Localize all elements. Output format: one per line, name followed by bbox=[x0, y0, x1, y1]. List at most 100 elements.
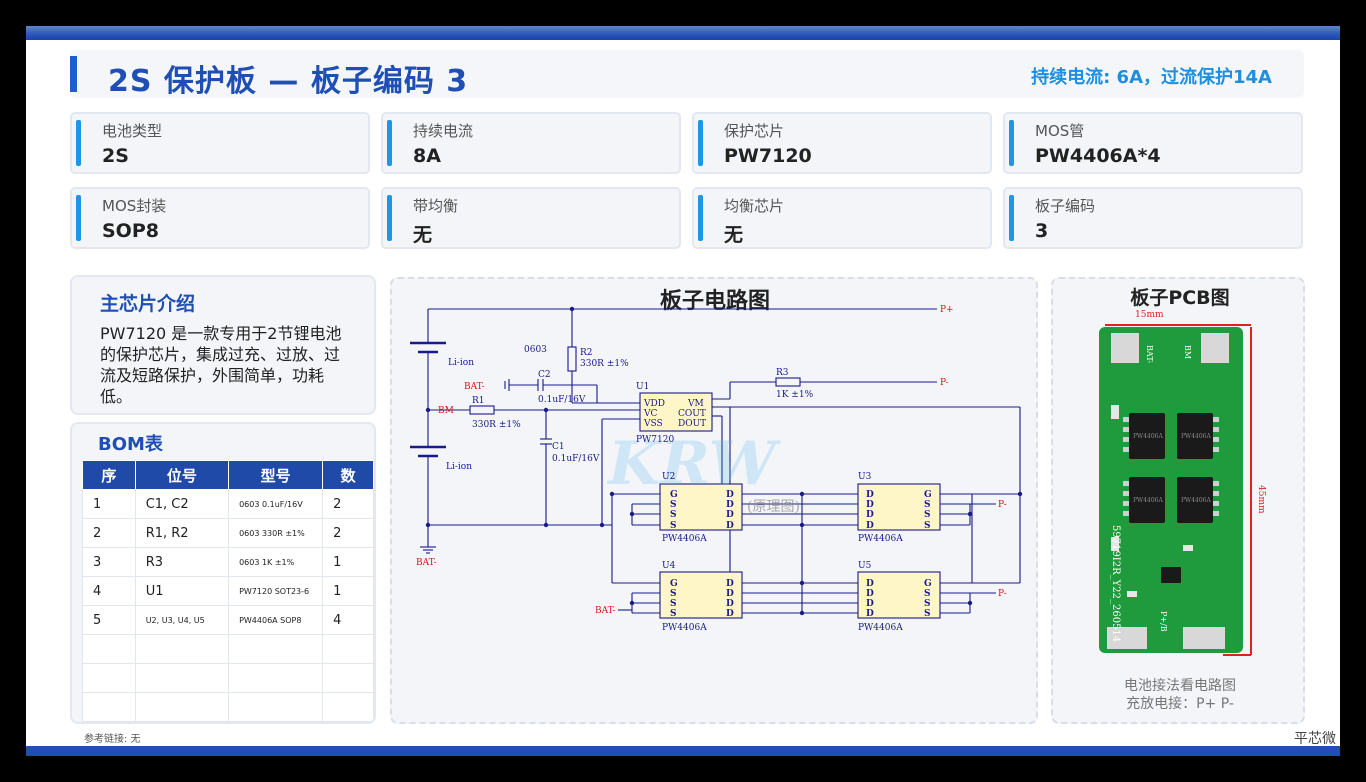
label-bat-minus-1: BAT- bbox=[464, 382, 485, 392]
label-r2: R2 bbox=[580, 348, 593, 358]
spec-label: 电池类型 bbox=[102, 122, 163, 140]
spec-value: SOP8 bbox=[102, 220, 159, 242]
table-row-empty bbox=[82, 663, 374, 693]
bom-cell: 1 bbox=[82, 489, 136, 519]
pin-vdd: VDD bbox=[643, 399, 665, 409]
pin-d: D bbox=[866, 490, 874, 500]
watermark-subtext: (原理图) bbox=[747, 499, 800, 515]
bom-cell: PW7120 SOT23-6 bbox=[228, 576, 324, 606]
spec-card-mos-package: MOS封装 SOP8 bbox=[70, 187, 370, 249]
spec-value: 无 bbox=[413, 224, 433, 246]
pin-g: G bbox=[924, 490, 932, 500]
label-u2: U2 bbox=[662, 472, 675, 482]
spec-card-balance-chip: 均衡芯片 无 bbox=[692, 187, 992, 249]
bom-cell: U2, U3, U4, U5 bbox=[134, 605, 230, 635]
chip-intro-panel: 主芯片介绍 PW7120 是一款专用于2节锂电池的保护芯片，集成过充、过放、过流… bbox=[70, 275, 376, 415]
spec-label: 板子编码 bbox=[1035, 197, 1096, 215]
title-accent-bar bbox=[70, 56, 77, 92]
pin-dout: DOUT bbox=[678, 419, 706, 429]
bom-title: BOM表 bbox=[98, 434, 163, 455]
pin-s: S bbox=[670, 521, 677, 531]
pin-g: G bbox=[924, 579, 932, 589]
pin-d: D bbox=[726, 579, 734, 589]
bottom-bar bbox=[26, 746, 1340, 756]
label-p-minus-3: P- bbox=[998, 589, 1007, 599]
card-accent bbox=[387, 195, 392, 241]
label-c2-value: 0.1uF/16V bbox=[538, 395, 586, 405]
title-box: 2S 保护板 — 板子编码 3 持续电流: 6A，过流保护14A bbox=[70, 50, 1304, 99]
label-li-ion-2: Li-ion bbox=[446, 462, 472, 472]
card-accent bbox=[387, 120, 392, 166]
bom-cell: 4 bbox=[322, 605, 374, 635]
label-bat-minus-2: BAT- bbox=[416, 558, 437, 568]
label-r2-value: 330R ±1% bbox=[580, 359, 629, 369]
spec-label: 保护芯片 bbox=[724, 122, 785, 140]
page-title: 2S 保护板 — 板子编码 3 bbox=[108, 64, 469, 99]
pin-d: D bbox=[866, 589, 874, 599]
bom-cell: PW4406A SOP8 bbox=[228, 605, 324, 635]
bom-cell: 2 bbox=[322, 518, 374, 548]
pcb-chip-text: PW4406A bbox=[1133, 433, 1163, 440]
pin-s: S bbox=[670, 510, 677, 520]
schematic-diagram: KRW (原理图) P+ P- P- P- BAT- BAT- BAT- BM … bbox=[410, 305, 1023, 633]
label-u5: U5 bbox=[858, 561, 872, 571]
pcb-width-label: 15mm bbox=[1135, 310, 1164, 320]
spec-value: 3 bbox=[1035, 220, 1049, 242]
card-accent bbox=[76, 120, 81, 166]
footer-reference-note: 参考链接: 无 bbox=[84, 734, 141, 745]
card-accent bbox=[1009, 195, 1014, 241]
pcb-silk-code: 59719I2R_Y22_260514 bbox=[1110, 525, 1121, 642]
bom-header-cell: 序 bbox=[82, 460, 136, 490]
pin-d: D bbox=[726, 609, 734, 619]
label-bat-minus-3: BAT- bbox=[595, 606, 616, 616]
spec-value: PW4406A*4 bbox=[1035, 145, 1161, 167]
spec-value: 2S bbox=[102, 145, 129, 167]
pin-s: S bbox=[924, 599, 931, 609]
slide: 2S 保护板 — 板子编码 3 持续电流: 6A，过流保护14A 电池类型 2S… bbox=[26, 26, 1340, 756]
pcb-silk-pb: P+/B bbox=[1159, 611, 1168, 632]
card-accent bbox=[76, 195, 81, 241]
spec-card-battery-type: 电池类型 2S bbox=[70, 112, 370, 174]
table-row: 5 U2, U3, U4, U5 PW4406A SOP8 4 bbox=[82, 605, 374, 635]
bom-cell: 5 bbox=[82, 605, 136, 635]
bom-header-cell: 型号 bbox=[228, 460, 324, 490]
card-accent bbox=[1009, 120, 1014, 166]
bom-cell: 4 bbox=[82, 576, 136, 606]
circuit-panel: 板子电路图 bbox=[390, 277, 1038, 724]
bom-cell: U1 bbox=[134, 576, 230, 606]
pcb-silk-bat: BAT- bbox=[1145, 345, 1154, 364]
spec-label: MOS管 bbox=[1035, 122, 1085, 140]
table-row: 4 U1 PW7120 SOT23-6 1 bbox=[82, 576, 374, 606]
spec-label: MOS封装 bbox=[102, 197, 167, 215]
pin-s: S bbox=[670, 500, 677, 510]
table-row-empty bbox=[82, 634, 374, 664]
table-row: 1 C1, C2 0603 0.1uF/16V 2 bbox=[82, 489, 374, 519]
label-r3: R3 bbox=[776, 368, 789, 378]
pin-vm: VM bbox=[687, 399, 704, 409]
spec-card-board-code: 板子编码 3 bbox=[1003, 187, 1303, 249]
spec-value: 8A bbox=[413, 145, 441, 167]
chip-intro-text: PW7120 是一款专用于2节锂电池的保护芯片，集成过充、过放、过流及短路保护，… bbox=[100, 324, 342, 406]
bom-table: 序 位号 型号 数 1 C1, C2 0603 0.1uF/16V 2 2 R1… bbox=[82, 460, 374, 722]
pin-d: D bbox=[866, 579, 874, 589]
spec-label: 均衡芯片 bbox=[724, 197, 785, 215]
pin-s: S bbox=[924, 589, 931, 599]
pcb-panel: 板子PCB图 15mm 45mm BAT- BM bbox=[1051, 277, 1305, 724]
bom-header-cell: 位号 bbox=[134, 460, 230, 490]
spec-card-protection-chip: 保护芯片 PW7120 bbox=[692, 112, 992, 174]
label-bm: BM bbox=[438, 406, 454, 416]
bom-header-cell: 数 bbox=[322, 460, 374, 490]
bom-cell: R3 bbox=[134, 547, 230, 577]
bom-cell: 1 bbox=[322, 576, 374, 606]
pcb-height-label: 45mm bbox=[1256, 485, 1266, 514]
label-u2-part: PW4406A bbox=[662, 534, 707, 544]
card-accent bbox=[698, 120, 703, 166]
pcb-board bbox=[1099, 327, 1243, 653]
label-p-plus: P+ bbox=[940, 305, 954, 315]
card-accent bbox=[698, 195, 703, 241]
pcb-image: 15mm 45mm BAT- BM bbox=[1099, 310, 1266, 656]
bom-cell: 3 bbox=[82, 547, 136, 577]
spec-card-continuous-current: 持续电流 8A bbox=[381, 112, 681, 174]
label-r1: R1 bbox=[472, 396, 485, 406]
pin-d: D bbox=[726, 490, 734, 500]
